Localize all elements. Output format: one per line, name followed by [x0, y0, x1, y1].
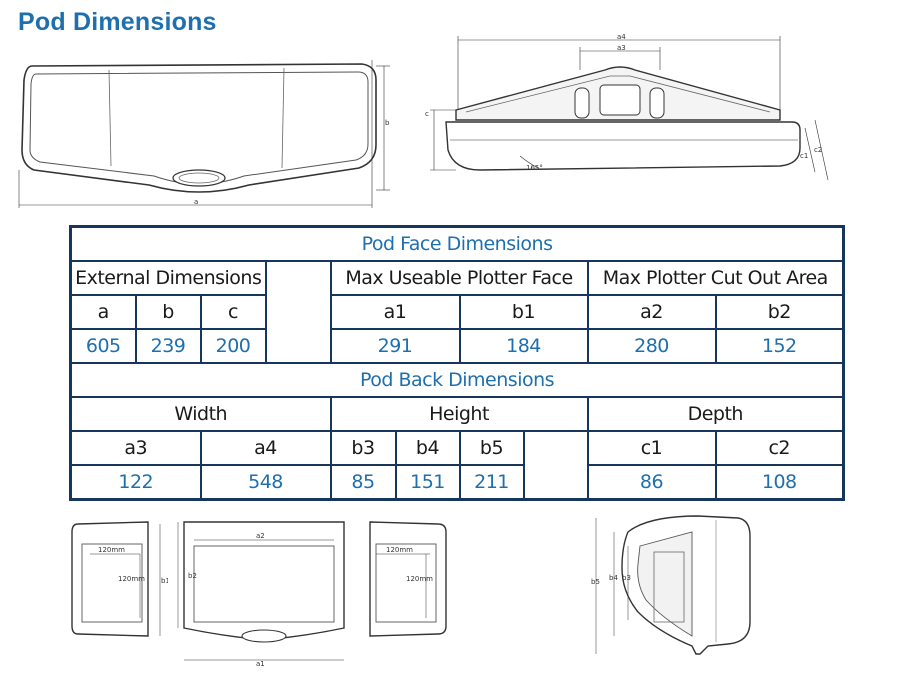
val-a3: 122	[69, 463, 202, 501]
dim-label-b1: b1	[161, 577, 168, 585]
col-b3: b3	[329, 429, 397, 466]
pod-side-drawing: a4 a3 c 165° c1 c2	[420, 30, 840, 188]
val-a4: 548	[199, 463, 332, 501]
dimensions-table: Pod Face Dimensions External Dimensions …	[69, 225, 846, 501]
col-a3: a3	[69, 429, 202, 466]
dim-label-b2: b2	[188, 572, 197, 580]
dim-label-c: c	[425, 110, 429, 118]
spacer-cell-back	[522, 429, 589, 501]
val-c1: 86	[586, 463, 717, 501]
val-a1: 291	[329, 327, 461, 364]
val-b3: 85	[329, 463, 397, 501]
side-profile-drawing: b5 b4 b3	[588, 512, 758, 672]
col-a2: a2	[586, 294, 717, 330]
width-header: Width	[69, 395, 332, 432]
col-c1: c1	[586, 429, 717, 466]
depth-header: Depth	[586, 395, 845, 432]
external-dimensions-header: External Dimensions	[69, 260, 267, 296]
val-b4: 151	[394, 463, 461, 501]
col-c: c	[199, 294, 267, 330]
dim-label-b4: b4	[609, 574, 618, 582]
dim-label-right-w: 120mm	[386, 546, 413, 554]
dim-label-b: b	[385, 119, 390, 127]
dim-label-c1: c1	[800, 152, 808, 160]
dim-label-left-w: 120mm	[98, 546, 125, 554]
max-cutout-header: Max Plotter Cut Out Area	[586, 260, 845, 296]
val-b: 239	[134, 327, 202, 364]
dim-label-a4: a4	[617, 33, 626, 41]
col-a4: a4	[199, 429, 332, 466]
dim-label-right-h: 120mm	[406, 575, 433, 583]
dim-label-b3: b3	[622, 574, 631, 582]
val-b1: 184	[458, 327, 589, 364]
spacer-cell	[264, 260, 332, 364]
col-a1: a1	[329, 294, 461, 330]
val-a: 605	[69, 327, 137, 364]
val-b2: 152	[714, 327, 845, 364]
col-c2: c2	[714, 429, 845, 466]
dim-label-b5: b5	[591, 578, 600, 586]
dim-label-a2: a2	[256, 532, 265, 540]
page-title: Pod Dimensions	[18, 8, 217, 36]
val-c: 200	[199, 327, 267, 364]
dim-label-angle: 165°	[526, 164, 543, 172]
dim-label-a3: a3	[617, 44, 626, 52]
dim-label-left-h: 120mm	[118, 575, 145, 583]
val-a2: 280	[586, 327, 717, 364]
dim-label-c2: c2	[814, 146, 822, 154]
face-dimensions-title: Pod Face Dimensions	[69, 225, 845, 263]
left-panel-drawing: 120mm 120mm b1	[68, 518, 168, 648]
dim-label-a: a	[194, 198, 198, 206]
col-b2: b2	[714, 294, 845, 330]
right-panel-drawing: 120mm 120mm	[366, 518, 456, 648]
dim-label-a1: a1	[256, 660, 265, 668]
col-b4: b4	[394, 429, 461, 466]
col-b: b	[134, 294, 202, 330]
val-c2: 108	[714, 463, 845, 501]
col-b5: b5	[458, 429, 525, 466]
col-a: a	[69, 294, 137, 330]
back-dimensions-title: Pod Back Dimensions	[69, 361, 845, 398]
pod-front-drawing: a b	[14, 50, 394, 212]
col-b1: b1	[458, 294, 589, 330]
max-useable-header: Max Useable Plotter Face	[329, 260, 589, 296]
height-header: Height	[329, 395, 589, 432]
center-panel-drawing: a2 b2 a1	[176, 516, 352, 668]
val-b5: 211	[458, 463, 525, 501]
